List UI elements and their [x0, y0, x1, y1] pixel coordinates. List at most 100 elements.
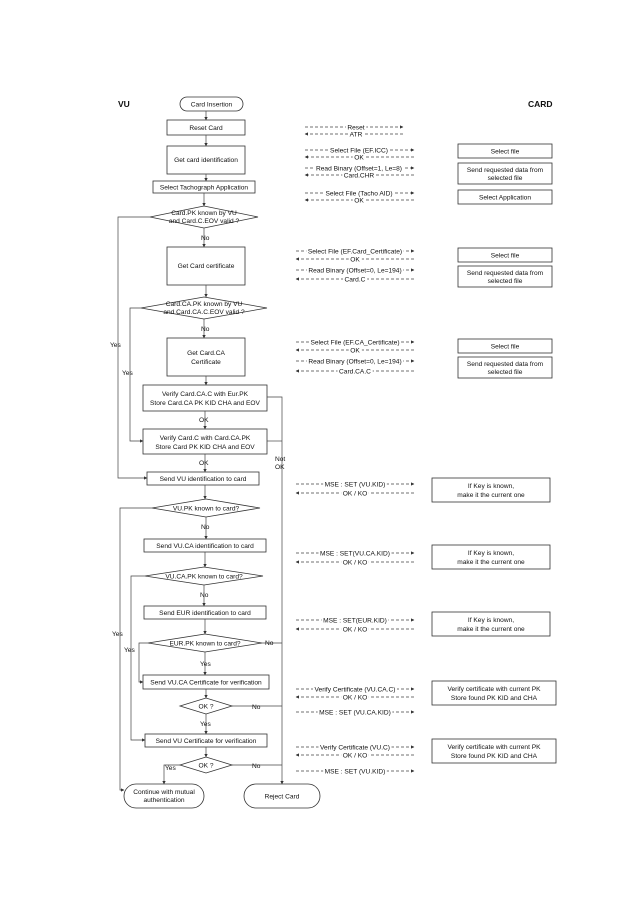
- msg-ok-ko-3: OK / KO: [343, 627, 368, 634]
- msg-mse-vu-kid: MSE : SET (VU.KID): [325, 482, 386, 489]
- card-key-known-1-line1: If Key is known,: [468, 483, 514, 490]
- message-label-backdrop: [314, 165, 404, 173]
- msg-verify-cert-vu-c: Verify Certificate (VU.C): [320, 745, 390, 752]
- message-label-backdrop: [345, 124, 367, 132]
- card-send-data-1-line1: Send requested data from: [467, 167, 544, 174]
- verify-card-ca-c-label-2: Store Card.CA PK KID CHA and EOV: [150, 400, 261, 407]
- verify-card-c-label-2: Store Card PK KID CHA and EOV: [155, 444, 255, 451]
- msg-ok-ko-4: OK / KO: [343, 695, 368, 702]
- branch-yes-outer: Yes: [110, 342, 121, 349]
- ok-check-1-decision: OK ?: [178, 697, 234, 715]
- branch-no-vu-pk: No: [201, 524, 210, 531]
- ok-check-2-label: OK ?: [198, 763, 213, 770]
- message-label-backdrop: [306, 358, 404, 366]
- card-send-data-3-line2: selected file: [488, 369, 523, 376]
- branch-no-eur-pk: No: [265, 640, 274, 647]
- branch-not-ok-2: OK: [275, 464, 285, 471]
- message-label-backdrop: [313, 686, 397, 694]
- msg-atr: ATR: [350, 132, 363, 139]
- message-label-backdrop: [348, 256, 362, 264]
- send-vu-identification-step: Send VU identification to card: [146, 471, 260, 486]
- card-verify-cert-1-line1: Verify certificate with current PK: [447, 686, 541, 693]
- branch-ok-1: OK: [199, 417, 209, 424]
- verify-card-c-step: Verify Card.C with Card.CA.PK Store Card…: [142, 428, 268, 455]
- card-ca-pk-known-decision: Card.CA.PK known by VU and Card.CA.C.EOV…: [140, 296, 268, 320]
- branch-no-1: No: [201, 235, 210, 242]
- select-tachograph-application-label: Select Tachograph Application: [160, 185, 249, 192]
- get-card-identification-label: Get card identification: [174, 157, 238, 164]
- msg-ok-b: OK: [354, 198, 364, 205]
- get-card-ca-certificate-label-2: Certificate: [191, 359, 221, 366]
- message-arrows: [295, 125, 415, 773]
- card-key-known-3-line1: If Key is known,: [468, 617, 514, 624]
- msg-card-chr: Card.CHR: [344, 173, 375, 180]
- msg-select-file-icc: Select File (EF.ICC): [330, 148, 388, 155]
- card-select-file-3: Select file: [491, 344, 520, 351]
- msg-read-binary-194-a: Read Binary (Offset=0, Le=194): [308, 268, 401, 275]
- card-pk-known-label-1: Card.PK known by VU: [171, 210, 237, 217]
- msg-ok-ko-5: OK / KO: [343, 753, 368, 760]
- branch-yes-vu-ca-pk: Yes: [124, 647, 135, 654]
- reject-card-label: Reject Card: [265, 794, 300, 801]
- card-column-header: CARD: [528, 99, 553, 109]
- branch-yes-vu-pk: Yes: [112, 631, 123, 638]
- branch-no-ok1: No: [252, 704, 261, 711]
- message-label-backdrop: [308, 339, 402, 347]
- message-label-backdrop: [352, 154, 366, 162]
- verify-card-ca-c-step: Verify Card.CA.C with Eur.PK Store Card.…: [142, 384, 268, 412]
- card-ca-pk-known-label-2: and Card.CA.C.EOV valid ?: [163, 309, 245, 316]
- message-label-backdrop: [341, 490, 369, 498]
- vu-ca-pk-known-decision: VU.CA.PK known to card?: [144, 566, 264, 586]
- message-label-backdrop: [342, 172, 376, 180]
- card-select-application: Select Application: [479, 195, 531, 202]
- msg-read-binary-chr: Read Binary (Offset=1, Le=8): [316, 166, 402, 173]
- message-label-backdrop: [328, 147, 390, 155]
- msg-ok-d: OK: [350, 348, 360, 355]
- message-label-backdrop: [321, 617, 389, 625]
- reset-card-step: Reset Card: [166, 119, 246, 136]
- card-select-file-2: Select file: [491, 253, 520, 260]
- branch-not-ok-1: Not: [275, 456, 285, 463]
- message-label-backdrop: [341, 694, 369, 702]
- card-insertion-label: Card Insertion: [191, 102, 233, 109]
- continue-mutual-auth-label-1: Continue with mutual: [133, 789, 195, 796]
- card-send-data-3-line1: Send requested data from: [467, 361, 544, 368]
- vu-flow-connectors: [117, 111, 284, 792]
- card-key-known-2-line1: If Key is known,: [468, 550, 514, 557]
- message-labels: Reset ATR Select File (EF.ICC) OK Read B…: [306, 124, 404, 776]
- send-eur-identification-step: Send EUR identification to card: [143, 605, 267, 620]
- message-label-backdrop: [352, 197, 366, 205]
- get-card-certificate-step: Get Card certificate: [166, 246, 246, 286]
- msg-ok-ko-1: OK / KO: [343, 491, 368, 498]
- branch-no-vu-ca-pk: No: [200, 592, 209, 599]
- vu-pk-known-label: VU.PK known to card?: [173, 506, 240, 513]
- msg-reset: Reset: [347, 125, 364, 132]
- card-verify-cert-1-line2: Store found PK KID and CHA: [451, 695, 538, 702]
- message-label-backdrop: [341, 559, 369, 567]
- msg-mse-vu-ca-kid: MSE : SET(VU.CA.KID): [320, 551, 390, 558]
- card-key-known-3-line2: make it the current one: [457, 626, 525, 633]
- msg-ok-c: OK: [350, 257, 360, 264]
- card-pk-known-decision: Card.PK known by VU and Card.C.EOV valid…: [149, 205, 259, 229]
- msg-verify-cert-vu-ca-c: Verify Certificate (VU.CA.C): [315, 687, 396, 694]
- card-insertion-terminator: Card Insertion: [179, 96, 244, 112]
- branch-yes-ok2: Yes: [165, 765, 176, 772]
- msg-mse-eur-kid: MSE : SET(EUR.KID): [323, 618, 387, 625]
- card-verify-cert-2-line2: Store found PK KID and CHA: [451, 753, 538, 760]
- send-vu-ca-identification-step: Send VU.CA identification to card: [143, 538, 267, 553]
- card-send-data-2-line1: Send requested data from: [467, 270, 544, 277]
- message-label-backdrop: [343, 276, 368, 284]
- reject-card-terminator: Reject Card: [243, 783, 321, 809]
- message-label-backdrop: [318, 550, 392, 558]
- ok-check-1-label: OK ?: [198, 704, 213, 711]
- send-vu-certificate-step: Send VU Certificate for verification: [144, 733, 268, 748]
- message-label-backdrop: [323, 768, 387, 776]
- msg-card-c: Card.C: [345, 277, 366, 284]
- branch-yes-ok1: Yes: [200, 721, 211, 728]
- branch-labels: No No OK OK Not OK Yes Yes No Yes No Yes…: [110, 235, 285, 772]
- send-vu-identification-label: Send VU identification to card: [160, 476, 247, 483]
- msg-card-ca-c: Card.CA.C: [339, 369, 371, 376]
- msg-select-file-tacho: Select File (Tacho AID): [325, 191, 392, 198]
- branch-ok-2: OK: [199, 460, 209, 467]
